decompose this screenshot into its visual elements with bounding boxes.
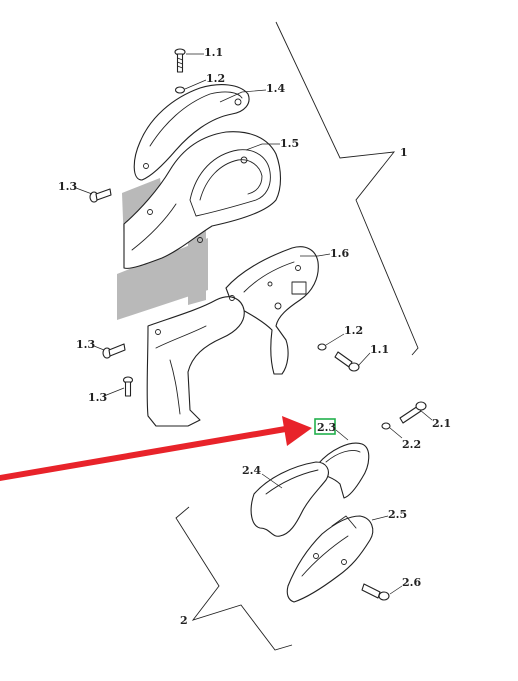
label-1-1-top: 1.1 <box>204 46 223 59</box>
assembly-2-label: 2 <box>180 614 188 627</box>
label-1-2-top: 1.2 <box>206 72 225 85</box>
label-2-4: 2.4 <box>242 464 261 477</box>
part-1-6-handle-bracket <box>225 246 319 375</box>
back-panel-right <box>188 225 206 305</box>
washer-1-2-top-icon <box>174 86 186 94</box>
label-1-3-middle: 1.3 <box>76 338 95 351</box>
label-2-5: 2.5 <box>388 508 407 521</box>
washer-2-2-icon <box>381 422 391 430</box>
screw-2-6-icon <box>361 583 390 601</box>
washer-1-2-right-icon <box>317 343 327 351</box>
assembly-1-label: 1 <box>400 146 408 159</box>
screw-1-3-lower-icon <box>122 376 134 397</box>
label-1-6: 1.6 <box>330 247 349 260</box>
label-1-1-right: 1.1 <box>370 343 389 356</box>
lower-motor-cover <box>146 296 245 427</box>
label-1-4: 1.4 <box>266 82 285 95</box>
screw-1-3-middle-icon <box>102 343 126 359</box>
part-1-4-arm-cover <box>133 84 250 181</box>
red-pointer-arrow-icon <box>0 416 312 481</box>
label-2-2: 2.2 <box>402 438 421 451</box>
label-2-1: 2.1 <box>432 417 451 430</box>
label-1-3-lower: 1.3 <box>88 391 107 404</box>
screw-1-1-right-icon <box>334 351 360 372</box>
part-2-5-side-cover <box>286 515 374 603</box>
label-2-3: 2.3 <box>317 421 336 434</box>
back-panel-lower <box>117 238 208 320</box>
part-2-3-rear-cover <box>311 442 370 499</box>
leader-lines <box>75 53 433 595</box>
label-1-5: 1.5 <box>280 137 299 150</box>
assembly-1-bracket <box>275 21 419 356</box>
screw-1-3-left-icon <box>89 188 112 203</box>
label-1-2-right: 1.2 <box>344 324 363 337</box>
assembly-2-bracket <box>175 506 293 651</box>
label-2-6: 2.6 <box>402 576 421 589</box>
label-1-3-left: 1.3 <box>58 180 77 193</box>
screw-1-1-top-icon <box>174 48 186 73</box>
highlight-box-2-3 <box>314 418 336 435</box>
part-2-4-front-cover <box>250 461 329 537</box>
screw-2-1-icon <box>399 401 427 424</box>
part-1-5-guard-housing <box>123 131 282 269</box>
